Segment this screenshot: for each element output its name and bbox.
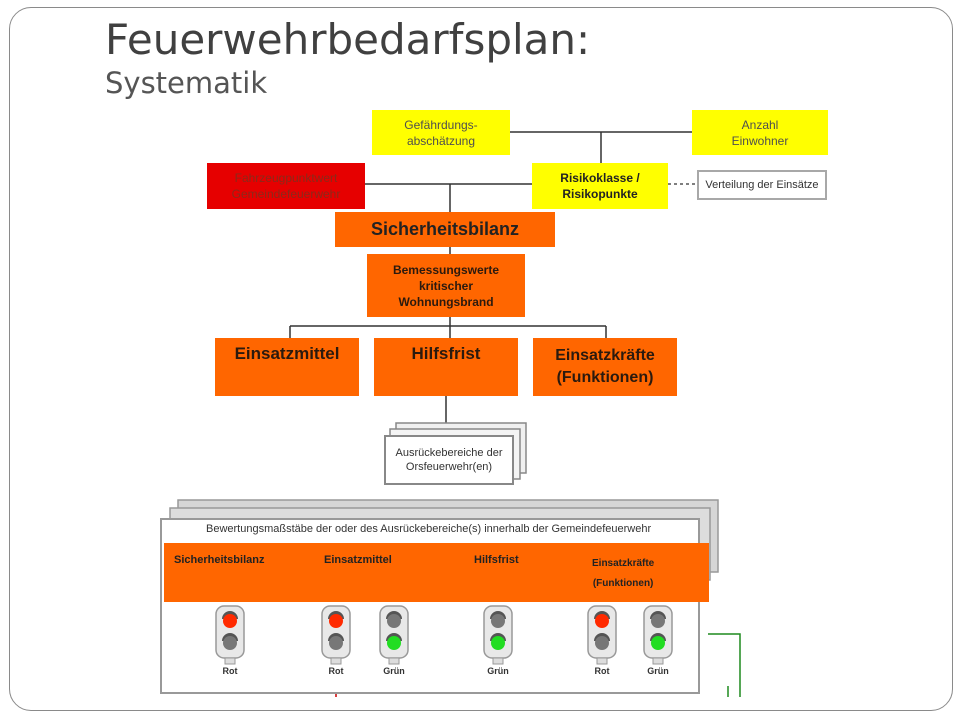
traffic-light-green: Grün: [642, 605, 674, 677]
verteilung-box: Verteilung der Einsätze: [697, 170, 827, 200]
sicherheitsbilanz-label: Sicherheitsbilanz: [370, 219, 520, 239]
ausrueck-box: Ausrückebereiche der Orsfeuerwehr(en): [384, 435, 514, 485]
traffic-light-icon: [483, 605, 513, 665]
traffic-light-icon: [643, 605, 673, 665]
bewertung-header: Bewertungsmaßstäbe der oder des Ausrücke…: [206, 523, 652, 535]
col-einsatzmittel: Einsatzmittel: [324, 554, 392, 566]
fahrzeug-label: Fahrzeugpunktwert Gemeindefeuerwehr: [231, 171, 341, 201]
traffic-light-icon: [379, 605, 409, 665]
ausrueck-label: Ausrückebereiche der Orsfeuerwehr(en): [395, 447, 503, 473]
traffic-light-icon: [215, 605, 245, 665]
einwohner-label: Anzahl Einwohner: [731, 117, 789, 148]
sicherheitsbilanz-box: Sicherheitsbilanz: [335, 212, 555, 247]
hilfsfrist-label: Hilfsfrist: [411, 344, 481, 363]
col-einsatzkraefte: Einsatzkräfte (Funktionen): [592, 558, 655, 589]
slide-title: Feuerwehrbedarfsplan: Systematik: [105, 14, 590, 100]
risiko-box: Risikoklasse / Risikopunkte: [532, 163, 668, 209]
traffic-light-label: Grün: [487, 666, 509, 676]
col-sicherheitsbilanz: Sicherheitsbilanz: [174, 554, 265, 566]
title-line-2: Systematik: [105, 66, 268, 100]
traffic-light-green: Grün: [482, 605, 514, 677]
einsatzmittel-label: Einsatzmittel: [234, 344, 340, 363]
fahrzeug-box: Fahrzeugpunktwert Gemeindefeuerwehr: [207, 163, 365, 209]
title-line-1: Feuerwehrbedarfsplan:: [105, 15, 591, 64]
einsatzkraefte-box: Einsatzkräfte (Funktionen): [533, 338, 677, 396]
einsatzkraefte-label: Einsatzkräfte (Funktionen): [555, 347, 655, 386]
gefaehrdung-box: Gefährdungs- abschätzung: [372, 110, 510, 155]
bewertung-orange-band: [164, 543, 709, 602]
traffic-light-red: Rot: [320, 605, 352, 677]
traffic-light-red: Rot: [586, 605, 618, 677]
traffic-light-label: Rot: [594, 666, 610, 676]
traffic-light-label: Rot: [328, 666, 344, 676]
risiko-label: Risikoklasse / Risikopunkte: [560, 171, 640, 201]
verteilung-label: Verteilung der Einsätze: [705, 179, 819, 191]
einwohner-box: Anzahl Einwohner: [692, 110, 828, 155]
einsatzmittel-box: Einsatzmittel: [215, 338, 359, 396]
hilfsfrist-box: Hilfsfrist: [374, 338, 518, 396]
traffic-light-icon: [321, 605, 351, 665]
bemessung-label: Bemessungswerte kritischer Wohnungsbrand: [392, 262, 500, 309]
traffic-light-icon: [587, 605, 617, 665]
traffic-light-green: Grün: [378, 605, 410, 677]
traffic-light-label: Rot: [222, 666, 238, 676]
traffic-light-label: Grün: [383, 666, 405, 676]
traffic-light-red: Rot: [214, 605, 246, 677]
traffic-light-label: Grün: [647, 666, 669, 676]
col-hilfsfrist: Hilfsfrist: [474, 554, 519, 566]
bemessung-box: Bemessungswerte kritischer Wohnungsbrand: [367, 254, 525, 317]
gefaehrdung-label: Gefährdungs- abschätzung: [404, 117, 478, 148]
slide-frame: [9, 7, 953, 711]
